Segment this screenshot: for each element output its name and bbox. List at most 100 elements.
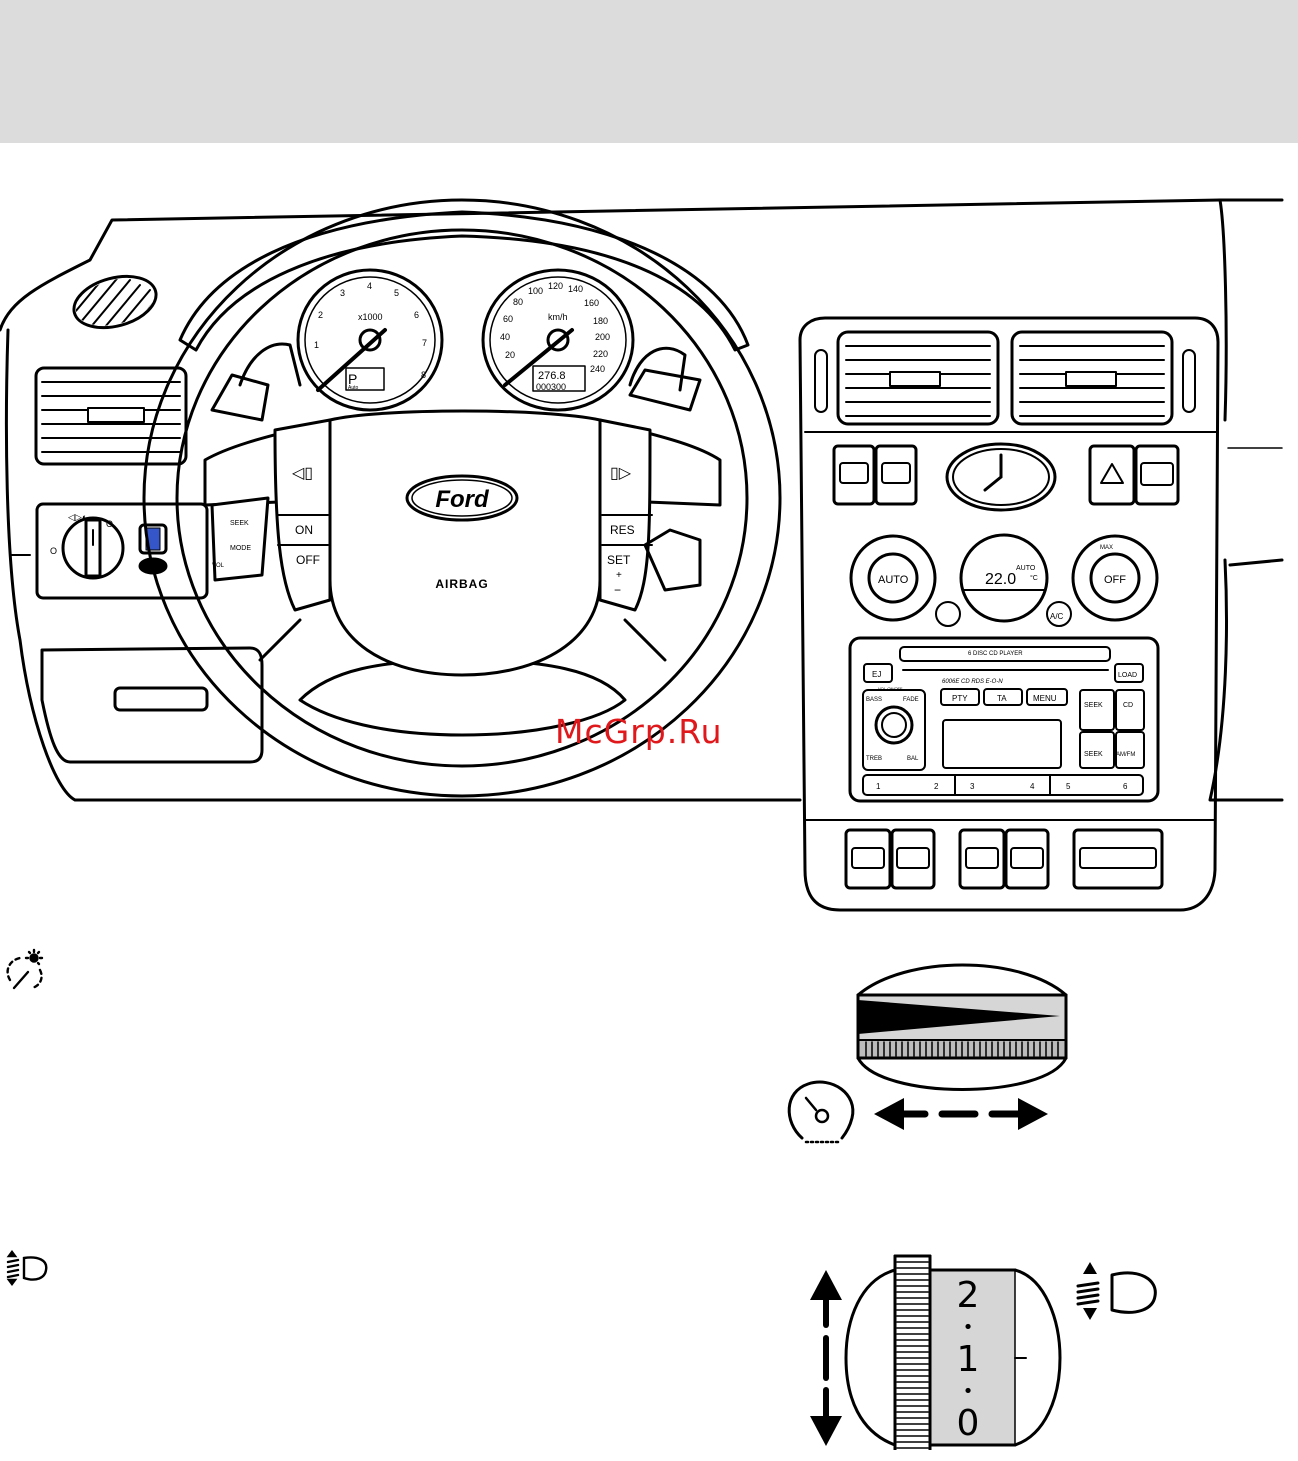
glove-box	[40, 646, 264, 764]
climate-auto-button[interactable]: AUTO	[878, 574, 909, 586]
right-auxiliary-gauge	[628, 346, 687, 392]
radio-preset-button[interactable]: 4	[1030, 782, 1035, 791]
svg-text:60: 60	[503, 314, 513, 324]
airbag-label: AIRBAG	[435, 577, 488, 591]
cruise-set-label: SET	[607, 553, 631, 567]
cruise-minus-label: −	[614, 583, 621, 597]
svg-text:40: 40	[500, 332, 510, 342]
svg-text:120: 120	[548, 281, 563, 291]
position-0-label: 0	[956, 1403, 980, 1444]
headlamp-levelling-wheel-figure	[810, 1254, 1157, 1450]
svg-text:3: 3	[340, 288, 345, 298]
climate-display-temp: 22.0	[985, 571, 1016, 588]
svg-text:7: 7	[422, 338, 427, 348]
stalk-vol-label: VOL	[212, 563, 225, 569]
radio-bal-button[interactable]: BAL	[907, 756, 919, 762]
cruise-off-label: OFF	[296, 553, 320, 567]
speedo-ticks: 20 40 60 80 100 120 140 160 180 200 220 …	[500, 281, 610, 374]
radio-cd-button[interactable]: CD	[1123, 702, 1133, 709]
tacho-ticks: 1 2 3 4 5 6 7 8	[314, 281, 427, 380]
gear-display: P	[348, 371, 357, 387]
position-1-label: 1	[956, 1339, 980, 1380]
odo-total: 000300	[536, 382, 566, 392]
radio-preset-button[interactable]: 6	[1123, 782, 1128, 791]
left-side-vent	[34, 366, 188, 466]
svg-text:◁▷◐: ◁▷◐	[68, 512, 87, 522]
ford-badge: Ford	[435, 486, 490, 513]
radio-pty-button[interactable]: PTY	[952, 694, 968, 703]
lower-console-switches	[844, 828, 1164, 890]
gear-sub: Auto	[348, 385, 359, 391]
svg-text:5: 5	[394, 288, 399, 298]
tacho-unit: x1000	[358, 312, 383, 322]
climate-ac-button[interactable]: A/C	[1050, 612, 1064, 621]
position-dot: •	[962, 1317, 974, 1338]
odo-trip: 276.8	[538, 370, 566, 382]
radio-bass-button[interactable]: BASS	[866, 697, 882, 703]
radio-amfm-button[interactable]: AM/FM	[1116, 752, 1135, 758]
header-band	[0, 0, 1298, 143]
radio-eject-button[interactable]: EJ	[872, 670, 881, 679]
svg-text:6: 6	[414, 310, 419, 320]
svg-text:200: 200	[595, 332, 610, 342]
wiper-stalk	[628, 368, 702, 412]
steering-wheel	[142, 198, 782, 798]
radio-load-button[interactable]: LOAD	[1118, 672, 1137, 679]
svg-text:O: O	[50, 546, 57, 556]
radio-preset-button[interactable]: 2	[934, 782, 939, 791]
radio-preset-button[interactable]: 3	[970, 782, 975, 791]
levelling-wheel-ridges	[896, 1261, 929, 1449]
centre-console	[798, 316, 1220, 912]
radio-preset-button[interactable]: 1	[876, 782, 881, 791]
svg-text:160: 160	[584, 298, 599, 308]
cruise-on-label: ON	[295, 523, 313, 537]
svg-text:180: 180	[593, 316, 608, 326]
radio-remote-stalk	[210, 496, 270, 582]
speedometer	[481, 268, 635, 412]
radio-model: 6006E CD RDS E-O-N	[942, 679, 1003, 685]
radio-preset-button[interactable]: 5	[1066, 782, 1071, 791]
cruise-plus-label: +	[616, 570, 622, 581]
dimmer-wheel-figure	[787, 963, 1068, 1144]
ignition-key	[643, 528, 702, 592]
dashboard-illustration: ◁▷◐ O O Ford AIRBAG ◁▯ ▯▷ ON OFF RES SET…	[0, 198, 1284, 912]
climate-display-auto: AUTO	[1016, 565, 1036, 572]
stalk-seek-label: SEEK	[230, 520, 249, 527]
radio-fade-button[interactable]: FADE	[903, 697, 919, 703]
svg-text:100: 100	[528, 286, 543, 296]
stalk-mode-label: MODE	[230, 545, 251, 552]
svg-text:20: 20	[505, 350, 515, 360]
left-round-vent	[70, 270, 160, 334]
radio-seek-up-button[interactable]: SEEK	[1084, 702, 1103, 709]
svg-text:2: 2	[318, 310, 323, 320]
radio-unit	[848, 636, 1160, 803]
radio-menu-button[interactable]: MENU	[1033, 694, 1057, 703]
climate-display-unit: °C	[1030, 574, 1038, 582]
dimmer-grip-ridges	[865, 1041, 1059, 1057]
radio-vol-label: VOL-ON/OFF	[878, 686, 903, 691]
cruise-res-label: RES	[610, 523, 635, 537]
climate-max-label: MAX	[1100, 545, 1113, 551]
svg-text:220: 220	[593, 349, 608, 359]
tachometer	[296, 268, 444, 412]
svg-text:240: 240	[590, 364, 605, 374]
radio-seek-down-button[interactable]: SEEK	[1084, 751, 1103, 758]
levelling-wheel-positions: 2 • 1 • 0	[940, 1275, 996, 1445]
left-auxiliary-gauge	[238, 342, 302, 387]
svg-text:4: 4	[367, 281, 372, 291]
horn-icon: ▯▷	[610, 465, 632, 482]
svg-text:8: 8	[421, 370, 426, 380]
horn-icon: ◁▯	[292, 465, 313, 482]
instrument-illumination-icon	[6, 948, 44, 990]
speedo-unit: km/h	[548, 312, 568, 322]
position-dot: •	[962, 1381, 974, 1402]
climate-off-button[interactable]: OFF	[1104, 574, 1126, 586]
svg-text:1: 1	[314, 340, 319, 350]
radio-ta-button[interactable]: TA	[997, 694, 1007, 703]
watermark: McGrp.Ru	[555, 712, 723, 751]
headlamp-levelling-icon	[6, 1250, 48, 1286]
svg-text:140: 140	[568, 284, 583, 294]
svg-text:O: O	[106, 519, 113, 529]
radio-treb-button[interactable]: TREB	[866, 756, 882, 762]
svg-text:80: 80	[513, 297, 523, 307]
